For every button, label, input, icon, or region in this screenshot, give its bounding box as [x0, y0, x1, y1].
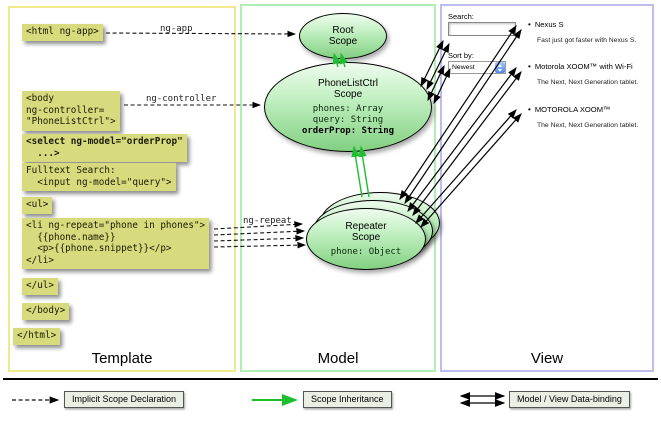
- legend-scope-inheritance: Scope Inheritance: [303, 391, 392, 408]
- phone-name: Nexus S: [534, 20, 564, 29]
- phonelistctrl-scope-orderprop: orderProp: String: [301, 125, 395, 136]
- model-panel-label: Model: [317, 350, 359, 367]
- phone-list-item: MOTOROLA XOOM™ The Next, Next Generation…: [528, 105, 650, 129]
- code-html-close: </html>: [13, 328, 61, 345]
- dropdown-arrows-icon: [495, 62, 505, 73]
- phonelistctrl-scope-title: PhoneListCtrl Scope: [317, 77, 379, 101]
- legend-model-view-data-binding: Model / View Data-binding: [509, 391, 630, 408]
- code-fulltext-search: Fulltext Search: <input ng-model="query"…: [22, 163, 176, 191]
- phonelistctrl-scope-ellipse: PhoneListCtrl Scope phones: Array query:…: [264, 62, 432, 152]
- phone-name: MOTOROLA XOOM™: [534, 105, 611, 114]
- code-li-ng-repeat: <li ng-repeat="phone in phones"> {{phone…: [22, 218, 210, 269]
- template-panel-label: Template: [91, 350, 153, 367]
- sort-select-value: Newest: [452, 64, 475, 71]
- code-ul-open: <ul>: [22, 197, 53, 214]
- legend-double-arrow-icon: [459, 392, 506, 407]
- code-ul-close: </ul>: [22, 278, 58, 295]
- legend-divider: [3, 378, 658, 380]
- phone-name: Motorola XOOM™ with Wi-Fi: [534, 62, 633, 71]
- phone-snippet: The Next, Next Generation tablet.: [537, 122, 639, 129]
- sort-by-label: Sort by:: [448, 51, 474, 60]
- code-html-ng-app: <html ng-app>: [22, 24, 103, 41]
- ng-app-label: ng-app: [160, 24, 193, 34]
- bullet-icon: [528, 20, 535, 29]
- legend-implicit-scope-declaration: Implicit Scope Declaration: [64, 391, 185, 408]
- search-input[interactable]: [448, 22, 516, 36]
- repeater-scope-props: phone: Object: [330, 246, 402, 257]
- phone-list-item: Nexus S Fast just got faster with Nexus …: [528, 20, 650, 44]
- code-body-close: </body>: [22, 303, 70, 320]
- template-panel: Template: [8, 6, 236, 372]
- phone-list-item: Motorola XOOM™ with Wi-Fi The Next, Next…: [528, 62, 650, 86]
- model-panel: Model: [240, 4, 436, 372]
- repeater-scope-ellipse: Repeater Scope phone: Object: [306, 208, 426, 270]
- view-panel-label: View: [530, 350, 564, 367]
- root-scope-title: Root Scope: [328, 24, 358, 48]
- repeater-scope-title: Repeater Scope: [345, 220, 387, 244]
- sort-select[interactable]: Newest: [448, 61, 506, 74]
- phonelistctrl-scope-props: phones: Array query: String: [312, 103, 384, 125]
- ng-repeat-label: ng-repeat: [243, 216, 292, 226]
- phone-snippet: Fast just got faster with Nexus S.: [537, 37, 637, 44]
- search-label: Search:: [448, 12, 474, 21]
- bullet-icon: [528, 62, 535, 71]
- code-body-ng-controller: <body ng-controller= "PhoneListCtrl">: [22, 91, 120, 131]
- code-select-ng-model: <select ng-model="orderProp" ...>: [22, 134, 187, 162]
- bullet-icon: [528, 105, 535, 114]
- ng-controller-label: ng-controller: [146, 94, 217, 104]
- phone-snippet: The Next, Next Generation tablet.: [537, 79, 639, 86]
- root-scope-ellipse: Root Scope: [299, 13, 387, 59]
